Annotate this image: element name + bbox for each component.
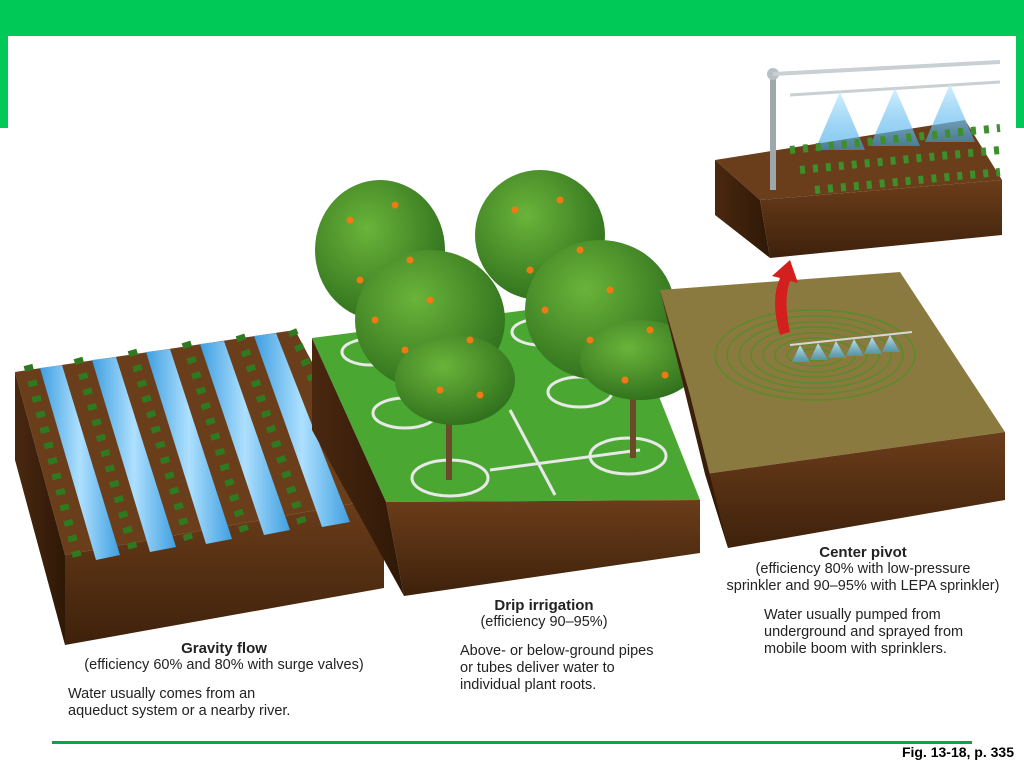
pivot-eff-line: (efficiency 80% with low-pressure bbox=[755, 561, 971, 577]
pivot-eff-line: sprinkler and 90–95% with LEPA sprinkler… bbox=[726, 578, 1000, 594]
gravity-flow-caption: Gravity flow (efficiency 60% and 80% wit… bbox=[68, 640, 408, 720]
drip-desc-line: Above- or below-ground pipes bbox=[460, 643, 654, 659]
pivot-desc-line: mobile boom with sprinklers. bbox=[764, 641, 947, 657]
gravity-flow-efficiency: (efficiency 60% and 80% with surge valve… bbox=[84, 657, 364, 673]
gravity-flow-block bbox=[15, 328, 384, 645]
gravity-flow-description: Water usually comes from an aqueduct sys… bbox=[68, 686, 408, 720]
pivot-desc-line: underground and sprayed from bbox=[764, 624, 964, 640]
gravity-desc-line: Water usually comes from an bbox=[68, 686, 256, 702]
circular-crop-rings bbox=[714, 309, 916, 401]
center-pivot-title: Center pivot bbox=[819, 544, 907, 561]
center-pivot-efficiency: (efficiency 80% with low-pressure sprink… bbox=[710, 561, 1016, 595]
drip-desc-line: or tubes deliver water to bbox=[460, 660, 615, 676]
pivot-desc-line: Water usually pumped from bbox=[764, 607, 941, 623]
figure-label: Fig. 13-18, p. 335 bbox=[901, 744, 1014, 760]
orange-trees bbox=[315, 170, 700, 480]
drip-desc-line: individual plant roots. bbox=[460, 677, 597, 693]
drip-irrigation-title: Drip irrigation bbox=[494, 597, 594, 614]
gravity-desc-line: aqueduct system or a nearby river. bbox=[68, 703, 291, 719]
drip-irrigation-description: Above- or below-ground pipes or tubes de… bbox=[460, 643, 690, 694]
drip-irrigation-block bbox=[312, 170, 700, 596]
drip-irrigation-caption: Drip irrigation (efficiency 90–95%) Abov… bbox=[460, 597, 690, 694]
gravity-flow-title: Gravity flow bbox=[181, 640, 267, 657]
footer-rule bbox=[52, 741, 972, 744]
zoom-arrow-icon bbox=[772, 260, 798, 335]
pivot-inset-closeup bbox=[715, 60, 1002, 258]
center-pivot-block bbox=[660, 260, 1005, 548]
drip-irrigation-efficiency: (efficiency 90–95%) bbox=[480, 614, 608, 630]
center-pivot-description: Water usually pumped from underground an… bbox=[764, 607, 1014, 658]
center-pivot-caption: Center pivot (efficiency 80% with low-pr… bbox=[710, 544, 1020, 658]
